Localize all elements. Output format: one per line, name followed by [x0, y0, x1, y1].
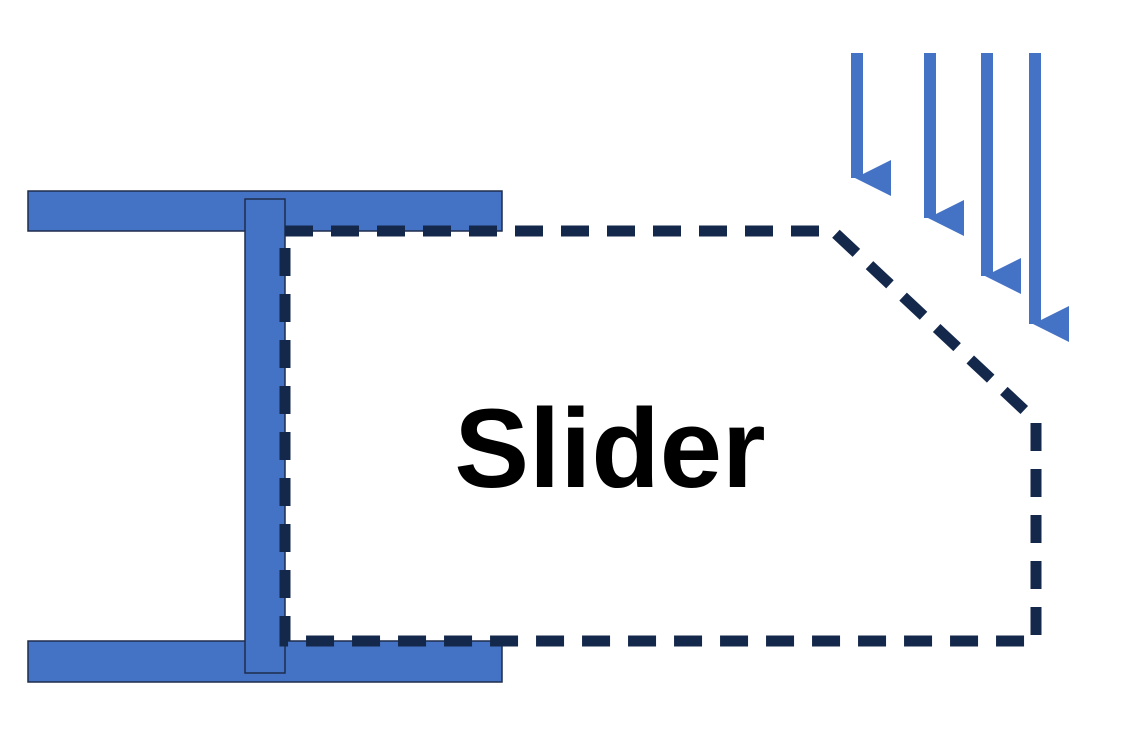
i-beam	[27, 190, 503, 683]
i-beam-web	[244, 198, 286, 674]
slider-outline	[279, 225, 1042, 647]
load-arrows	[851, 53, 1069, 342]
slider-label: Slider	[454, 386, 765, 511]
